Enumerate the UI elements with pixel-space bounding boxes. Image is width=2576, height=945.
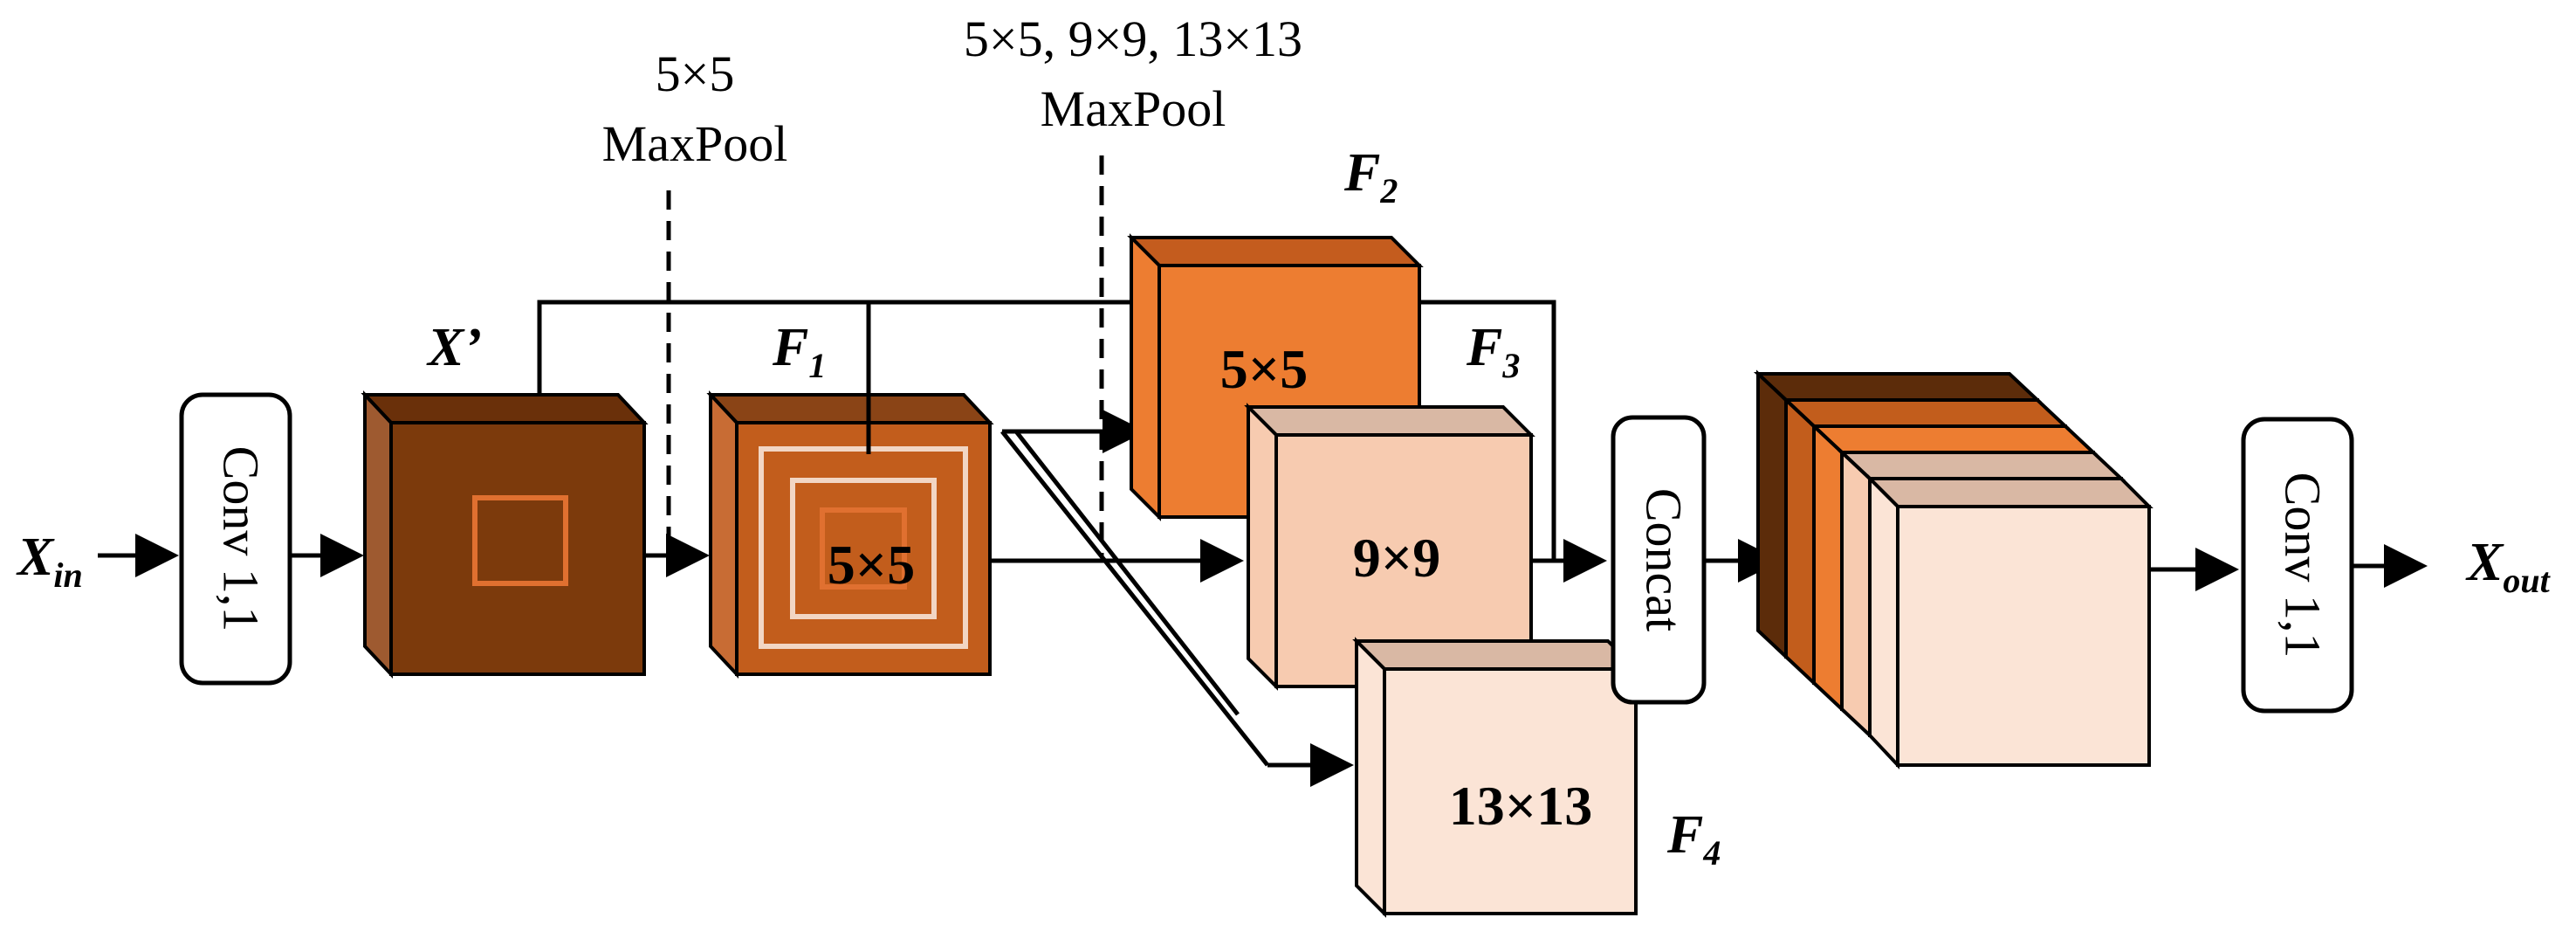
- conv-out-label: Conv 1,1: [2275, 472, 2332, 659]
- maxpool-single-size: 5×5: [656, 45, 735, 102]
- conv-in-block: Conv 1,1: [179, 392, 292, 686]
- branch-f1-left: [1000, 430, 1269, 767]
- x-prime-cube: [361, 390, 649, 679]
- maxpool-single-name: MaxPool: [602, 115, 788, 172]
- f4-top-face: [1352, 639, 1640, 671]
- f3-kernel-label: 9×9: [1353, 527, 1440, 589]
- skip-connection-top: [537, 300, 1556, 561]
- f2-top-face: [1127, 236, 1424, 267]
- x-prime-top-face: [361, 393, 649, 424]
- f1-side-face: [709, 390, 738, 679]
- f1-cube: [706, 390, 994, 679]
- f2-kernel-label: 5×5: [1220, 338, 1308, 400]
- f4-side-face: [1355, 637, 1386, 918]
- f4-label: F4: [1666, 805, 1721, 873]
- f3-side-face: [1247, 403, 1278, 691]
- x-prime-inner-square: [472, 495, 568, 586]
- f4-cube: [1352, 637, 1640, 918]
- f1-ring-middle: [790, 478, 937, 619]
- x-prime-label: X’: [426, 318, 482, 377]
- maxpool-multi-sizes: 5×5, 9×9, 13×13: [964, 10, 1302, 67]
- f2-side-face: [1130, 233, 1161, 521]
- x-prime-side-face: [363, 390, 393, 679]
- branch-f1-right: [1014, 430, 1240, 716]
- x-prime-front-face: [389, 421, 646, 676]
- f1-top-face: [706, 393, 994, 424]
- maxpool-multi-name: MaxPool: [1041, 80, 1226, 137]
- x-out-label: Xout: [2465, 533, 2552, 600]
- concat-stack: [1753, 369, 2154, 770]
- x-in-label: Xin: [16, 528, 83, 595]
- f4-front-face: [1383, 667, 1638, 915]
- conv-in-label: Conv 1,1: [213, 446, 270, 632]
- conv-out-block: Conv 1,1: [2241, 417, 2354, 714]
- f1-label: F1: [772, 318, 826, 385]
- f2-label: F2: [1343, 143, 1398, 210]
- f1-ring-outer: [759, 446, 968, 649]
- f3-top-face: [1244, 405, 1535, 437]
- f1-kernel-label: 5×5: [828, 534, 915, 596]
- f1-ring-inner: [820, 507, 907, 590]
- concat-label: Concat: [1636, 488, 1693, 631]
- f3-label: F3: [1466, 318, 1520, 385]
- f4-kernel-label: 13×13: [1449, 775, 1592, 837]
- f1-front-face: [735, 421, 992, 676]
- concat-block: Concat: [1611, 415, 1707, 705]
